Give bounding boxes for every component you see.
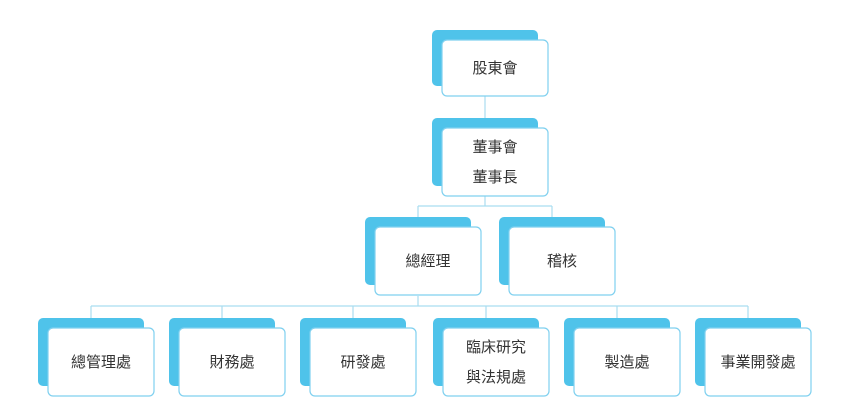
node-clinical-regulatory-card	[442, 327, 550, 397]
node-manufacturing: 製造處	[564, 318, 681, 397]
node-business-development: 事業開發處	[695, 318, 812, 397]
node-general-manager-card	[374, 226, 482, 296]
node-general-management-label: 總管理處	[71, 353, 131, 371]
node-manufacturing-card	[573, 327, 681, 397]
node-audit: 稽核	[499, 217, 616, 296]
node-shareholders-card	[441, 39, 549, 97]
node-finance: 財務處	[169, 318, 286, 397]
node-board-card	[441, 127, 549, 197]
node-general-manager-label: 總經理	[405, 252, 450, 270]
node-audit-card	[508, 226, 616, 296]
node-clinical-regulatory-label: 與法規處	[466, 368, 526, 386]
node-manufacturing-label: 製造處	[604, 353, 649, 371]
node-shareholders-label: 股東會	[472, 59, 517, 77]
node-business-development-card	[704, 327, 812, 397]
node-finance-label: 財務處	[209, 353, 254, 371]
node-rnd: 研發處	[300, 318, 417, 397]
node-audit-label: 稽核	[547, 252, 577, 270]
node-general-management: 總管理處	[38, 318, 155, 397]
node-rnd-label: 研發處	[340, 353, 385, 371]
node-rnd-card	[309, 327, 417, 397]
node-finance-card	[178, 327, 286, 397]
node-shareholders: 股東會	[432, 30, 549, 97]
connectors	[90, 96, 749, 327]
node-board-label: 董事會	[472, 138, 517, 156]
node-board-label: 董事長	[472, 168, 517, 186]
node-business-development-label: 事業開發處	[720, 353, 795, 371]
node-clinical-regulatory-label: 臨床研究	[466, 338, 526, 356]
node-general-management-card	[47, 327, 155, 397]
node-general-manager: 總經理	[365, 217, 482, 296]
